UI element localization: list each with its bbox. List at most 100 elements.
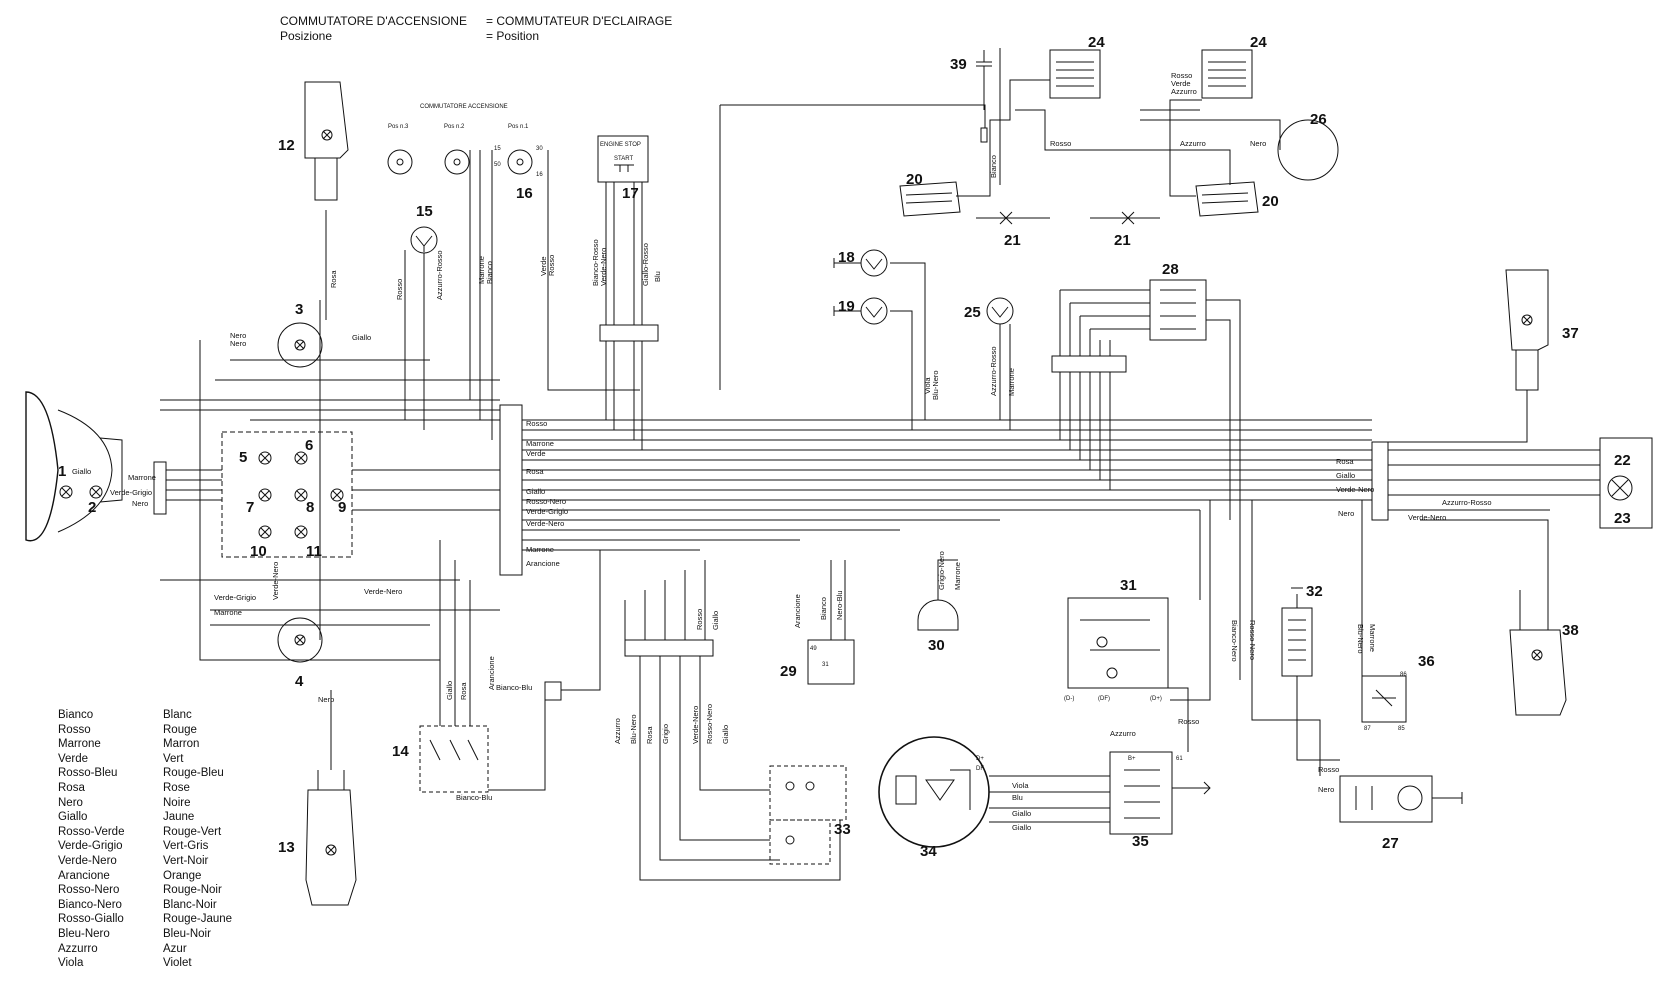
indicator-38-icon (1509, 590, 1567, 716)
label-12: 12 (278, 137, 295, 154)
switch-box-title: COMMUTATORE ACCENSIONE (420, 104, 508, 110)
label-37: 37 (1562, 325, 1579, 342)
terminal-labels: 49 31 (D-) (DF) (D+) 86 87 85 B+ D+ DF 6… (810, 646, 1407, 772)
terminal-b-plus: B+ (1128, 756, 1136, 762)
engine-stop-switch-icon (597, 135, 649, 183)
legend-italian: Arancione (58, 869, 110, 882)
wire-label: Nero (230, 339, 246, 348)
label-24-left: 24 (1088, 34, 1105, 51)
wire-label: Rosa (526, 467, 544, 476)
wire-label: Viola (923, 377, 932, 394)
label-32: 32 (1306, 583, 1323, 600)
wire-label: Verde-Grigio (110, 488, 152, 497)
legend-french: Vert-Noir (163, 854, 209, 867)
wire-label: Rosa (329, 270, 338, 288)
wire-label: Rosso (1171, 71, 1192, 80)
header-left-line2: Posizione (280, 29, 333, 43)
legend-french: Vert (163, 752, 184, 765)
label-8: 8 (306, 499, 314, 516)
lamp-18-icon (833, 249, 888, 277)
switch-33-icon (769, 765, 847, 865)
fuse-box-28-icon (1160, 289, 1196, 330)
wire-label: Verde (526, 449, 546, 458)
wire-label: Verde-Nero (691, 706, 700, 744)
wire-label: Rosa (1336, 457, 1354, 466)
label-17: 17 (622, 185, 639, 202)
lamp-25-icon (986, 297, 1014, 325)
label-26: 26 (1310, 111, 1327, 128)
legend-italian: Nero (58, 796, 83, 809)
label-22: 22 (1614, 452, 1631, 469)
ignition-switch-icon (387, 149, 533, 175)
terminal-30-label: 30 (536, 146, 543, 152)
wire-label: Arancione (793, 594, 802, 628)
wire-label: Blu-Nero (1356, 624, 1365, 654)
wire-label: Grigio (661, 724, 670, 744)
label-30: 30 (928, 637, 945, 654)
wire-label: Marrone (1007, 368, 1016, 396)
terminal-d-minus: (D-) (1064, 696, 1074, 702)
legend-italian: Marrone (58, 738, 101, 751)
indicator-37-icon (1505, 269, 1549, 391)
wire-label: Giallo (526, 487, 545, 496)
wire-label: Nero (318, 695, 334, 704)
taillight-icon (1599, 437, 1653, 529)
wire-label: Giallo (352, 333, 371, 342)
wire-label: Azzurro-Rosso (989, 346, 998, 396)
label-29: 29 (780, 663, 797, 680)
wire-labels: Giallo Marrone Verde-Grigio Nero Nero Ne… (72, 71, 1492, 832)
legend-french: Violet (163, 957, 192, 970)
legend-french: Jaune (163, 811, 195, 824)
terminal-df: (DF) (1098, 696, 1110, 702)
wire-label: Arancione (526, 559, 560, 568)
legend-french: Azur (163, 942, 187, 955)
wire-label: Bianco-Nero (1230, 620, 1239, 662)
wire-label: Nero (1318, 785, 1334, 794)
label-20-right: 20 (1262, 193, 1279, 210)
label-7: 7 (246, 499, 254, 516)
brake-switch-21-left-icon (976, 211, 1050, 225)
neutral-light-30-icon (917, 599, 959, 631)
main-harness-icon (160, 210, 1600, 770)
instrument-lamps-icon (221, 431, 353, 558)
wire-label: Blu (1012, 793, 1023, 802)
wire-label: Verde-Grigio (526, 507, 568, 516)
wire-label: Giallo-Rosso (641, 243, 650, 286)
wire-label: Bianco-Rosso (591, 239, 600, 286)
legend-italian: Giallo (58, 811, 88, 824)
legend-french: Rouge-Jaune (163, 913, 233, 926)
label-33: 33 (834, 821, 851, 838)
wire-label: Blu-Nero (629, 714, 638, 744)
wire-label: Rosso (526, 419, 547, 428)
label-31: 31 (1120, 577, 1137, 594)
header-right: = COMMUTATEUR D'ECLAIRAGE = Position (486, 14, 672, 44)
wire-label: Grigio-Nero (937, 551, 946, 590)
header-right-line1: = COMMUTATEUR D'ECLAIRAGE (486, 14, 673, 28)
wire-label: Azzurro-Rosso (1442, 498, 1492, 507)
label-2: 2 (88, 499, 96, 516)
label-10: 10 (250, 543, 267, 560)
switch-pos1: Pos n.1 (508, 124, 529, 130)
header-left: COMMUTATORE D'ACCENSIONE Posizione (280, 14, 467, 44)
component-numbers: 1 2 3 4 5 6 7 8 9 10 11 12 13 14 15 16 1… (58, 34, 1631, 860)
wire-label: Rosa (459, 682, 468, 700)
label-14: 14 (392, 743, 409, 760)
header-right-line2: = Position (486, 29, 540, 43)
terminal-49: 49 (810, 646, 817, 652)
wire-label: Rosso-Nero (526, 497, 566, 506)
legend-italian: Bleu-Nero (58, 927, 110, 940)
legend-italian: Viola (58, 957, 84, 970)
wire-label: Verde-Nero (364, 587, 402, 596)
legend-french: Marron (163, 738, 200, 751)
regulator-31-icon (1067, 597, 1169, 689)
label-1: 1 (58, 463, 66, 480)
legend-row: Rosso-Giallo Rouge-Jaune (58, 912, 318, 927)
legend-italian: Azzurro (58, 942, 98, 955)
legend-italian: Rosso-Giallo (58, 913, 124, 926)
capacitor-39-icon (976, 50, 992, 143)
wire-label: Marrone (477, 256, 486, 284)
